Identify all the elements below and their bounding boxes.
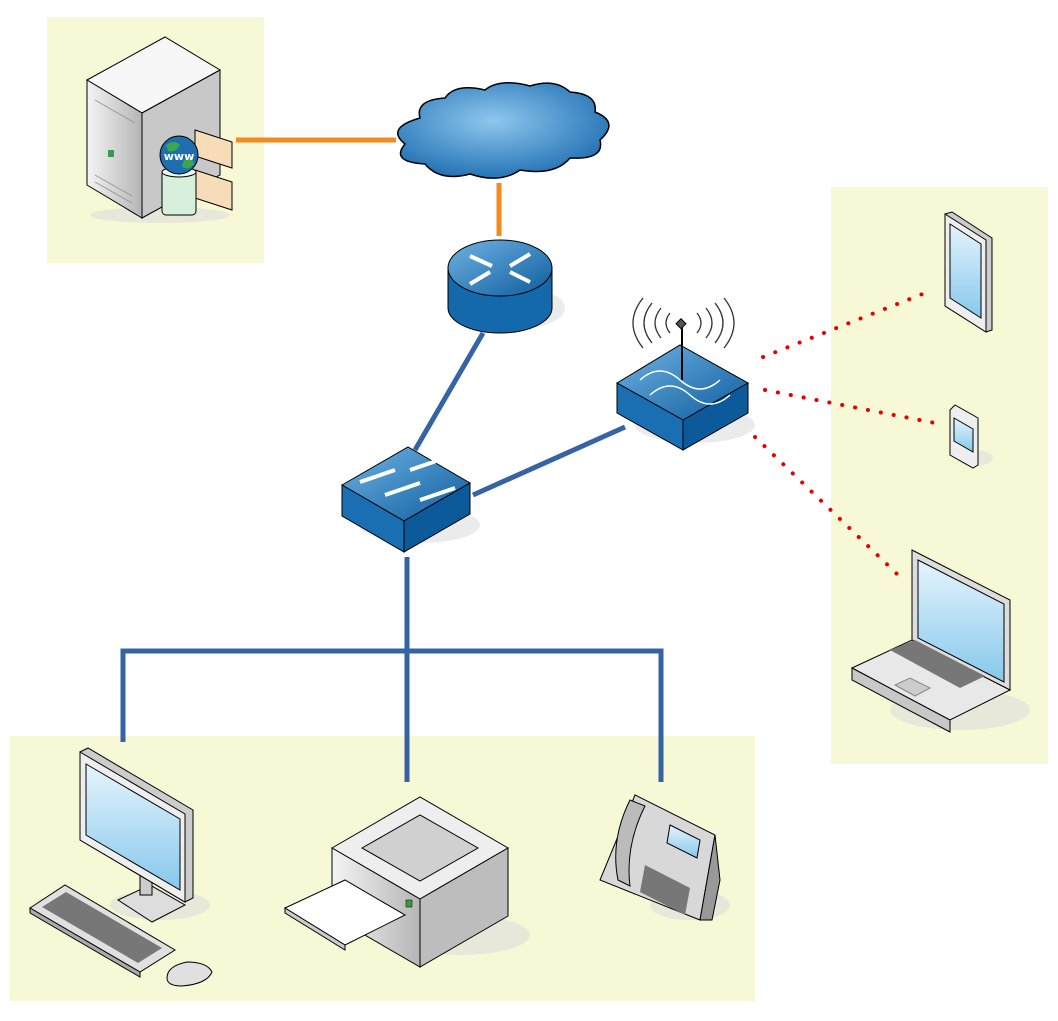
- lan-links: [120, 331, 664, 782]
- printer-icon[interactable]: [283, 796, 530, 968]
- wan-links: [236, 137, 502, 236]
- tablet-icon[interactable]: [944, 211, 993, 333]
- link-switch-desktop-phone: [120, 648, 664, 782]
- link-router-switch: [412, 331, 486, 452]
- router-icon[interactable]: [447, 239, 565, 334]
- wireless-links: [753, 291, 937, 576]
- desktop-pc-icon[interactable]: [29, 747, 213, 987]
- laptop-icon[interactable]: [850, 549, 1030, 733]
- switch-icon[interactable]: [341, 446, 480, 553]
- cloud-icon[interactable]: [396, 82, 610, 179]
- wireless-ap-icon[interactable]: [616, 297, 755, 451]
- server-www-mail-icon[interactable]: www: [85, 36, 233, 223]
- www-label: www: [164, 150, 195, 163]
- ip-phone-icon[interactable]: [599, 794, 730, 921]
- link-switch-ap: [471, 424, 627, 498]
- link-ap-smartphone: [763, 388, 937, 425]
- smartphone-icon[interactable]: [949, 404, 993, 469]
- link-ap-tablet: [761, 291, 927, 359]
